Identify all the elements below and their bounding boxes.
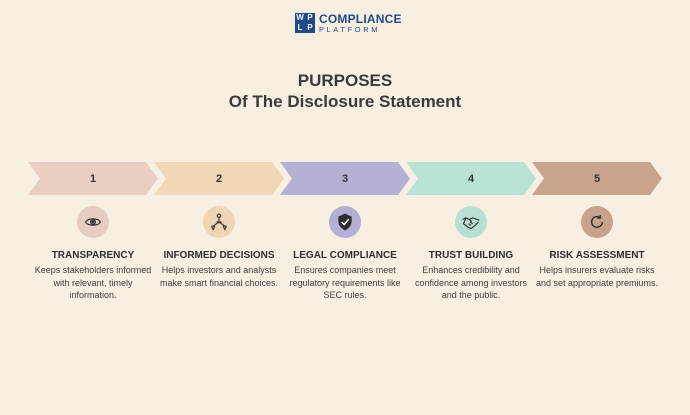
step-number: 5 bbox=[594, 173, 600, 185]
handshake-icon bbox=[455, 206, 487, 238]
step-description: Enhances credibility and confidence amon… bbox=[414, 265, 528, 300]
title-line2: Of The Disclosure Statement bbox=[228, 92, 462, 111]
logo: W P L P COMPLIANCE PLATFORM bbox=[295, 13, 402, 34]
logo-mark-letter: L bbox=[297, 23, 303, 33]
step-column-4: TRUST BUILDING Enhances credibility and … bbox=[408, 206, 534, 302]
logo-line2: PLATFORM bbox=[319, 25, 381, 34]
refresh-icon bbox=[581, 206, 613, 238]
page-title: PURPOSES Of The Disclosure Statement bbox=[0, 70, 690, 112]
logo-text: COMPLIANCE PLATFORM bbox=[319, 13, 402, 34]
step-number: 4 bbox=[468, 173, 475, 185]
step-title: INFORMED DECISIONS bbox=[163, 250, 275, 261]
step-arrow-shape bbox=[280, 162, 410, 195]
step-column-3: LEGAL COMPLIANCE Ensures companies meet … bbox=[282, 206, 408, 302]
title-line1: PURPOSES bbox=[297, 71, 393, 90]
step-title: LEGAL COMPLIANCE bbox=[293, 250, 397, 261]
step-column-2: INFORMED DECISIONS Helps investors and a… bbox=[156, 206, 282, 289]
step-arrows: 1 2 3 4 5 bbox=[28, 162, 662, 195]
decision-icon bbox=[203, 206, 235, 238]
step-arrow-3: 3 bbox=[280, 162, 410, 195]
step-title: TRANSPARENCY bbox=[51, 250, 135, 261]
logo-mark-letter: P bbox=[307, 13, 313, 23]
eye-icon bbox=[77, 206, 109, 238]
logo-mark: W P L P bbox=[295, 13, 315, 34]
step-arrow-1: 1 bbox=[28, 162, 158, 195]
step-number: 1 bbox=[90, 173, 96, 185]
logo-mark-letter: P bbox=[307, 23, 313, 33]
step-arrow-shape bbox=[406, 162, 536, 195]
step-column-5: RISK ASSESSMENT Helps insurers evaluate … bbox=[534, 206, 660, 289]
step-title: TRUST BUILDING bbox=[428, 250, 514, 261]
step-arrow-shape bbox=[28, 162, 158, 195]
logo-mark-letter: W bbox=[296, 13, 304, 23]
step-arrow-shape bbox=[532, 162, 662, 195]
step-arrow-4: 4 bbox=[406, 162, 536, 195]
step-description: Helps insurers evaluate risks and set ap… bbox=[535, 265, 659, 288]
step-description: Keeps stakeholders informed with relevan… bbox=[34, 265, 152, 300]
logo-line1: COMPLIANCE bbox=[319, 12, 402, 26]
step-description: Ensures companies meet regulatory requir… bbox=[289, 265, 401, 300]
step-arrow-shape bbox=[154, 162, 284, 195]
shield-check-icon bbox=[329, 206, 361, 238]
step-description: Helps investors and analysts make smart … bbox=[159, 265, 279, 288]
step-title: RISK ASSESSMENT bbox=[549, 250, 645, 261]
step-number: 3 bbox=[342, 173, 348, 185]
step-column-1: TRANSPARENCY Keeps stakeholders informed… bbox=[30, 206, 156, 302]
step-number: 2 bbox=[216, 173, 222, 185]
step-arrow-5: 5 bbox=[532, 162, 662, 195]
step-arrow-2: 2 bbox=[154, 162, 284, 195]
